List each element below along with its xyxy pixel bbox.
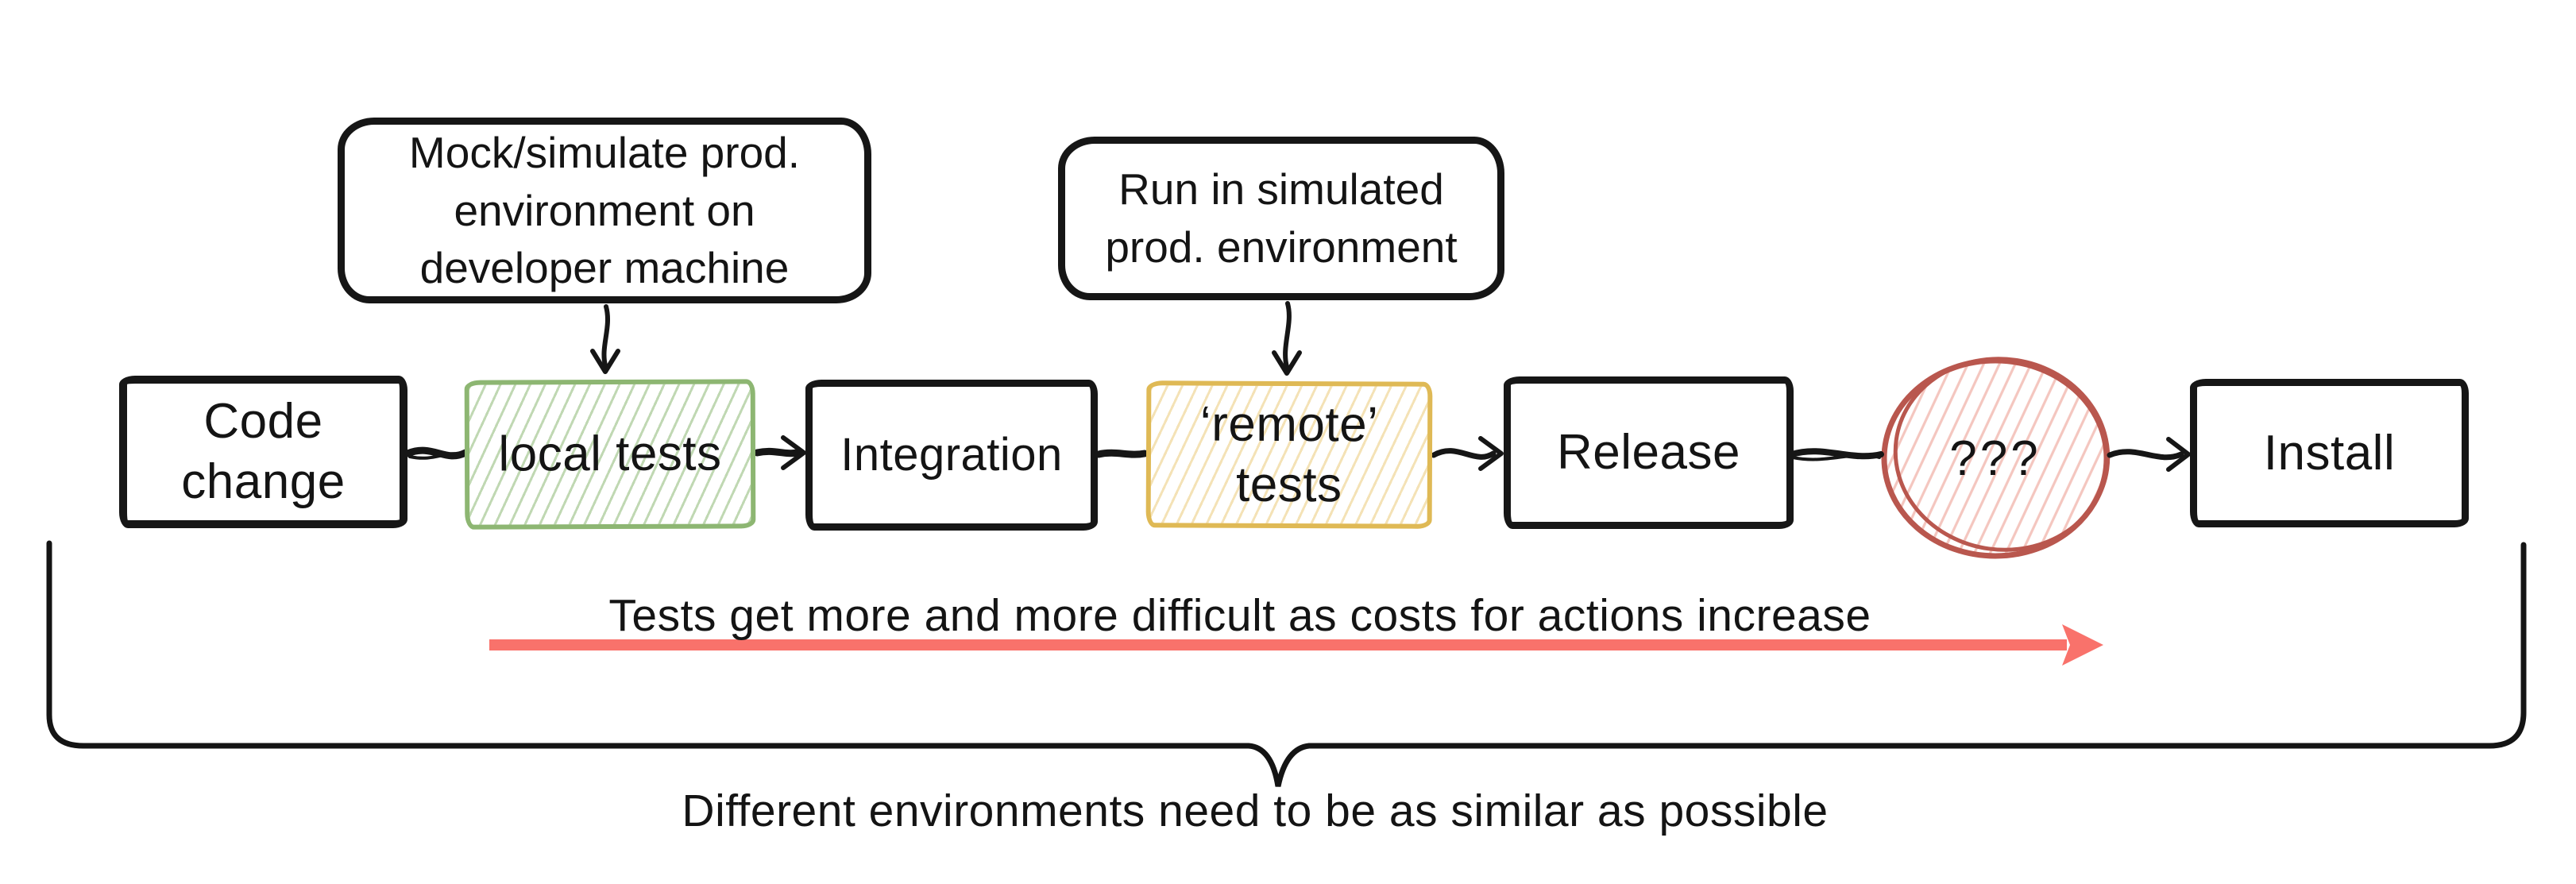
callout-mock-simulate-text: Mock/simulate prod. environment on devel… [408, 128, 801, 293]
costs-arrow-label: Tests get more and more difficult as cos… [608, 590, 1871, 641]
flow-arrow-unknown-to-install [2107, 437, 2191, 472]
node-install-label: Install [2263, 425, 2396, 481]
flow-arrow-local-to-integration [753, 435, 806, 470]
callout-run-simulated: Run in simulated prod. environment [1058, 137, 1504, 300]
node-integration-label: Integration [840, 428, 1063, 481]
flow-arrow-release-to-unknown [1789, 448, 1884, 461]
node-release-label: Release [1557, 425, 1740, 481]
node-remote-tests: ‘remote’ tests [1145, 380, 1433, 529]
callout-arrow-run [1272, 301, 1302, 376]
environments-label: Different environments need to be as sim… [682, 786, 1829, 836]
environments-brace [46, 540, 2527, 787]
callout-run-simulated-text: Run in simulated prod. environment [1105, 164, 1458, 272]
node-integration: Integration [805, 380, 1098, 531]
node-local-tests: local tests [464, 379, 756, 530]
callout-arrow-mock [590, 304, 620, 374]
node-code-change: Code change [119, 376, 407, 528]
flow-arrow-remote-to-release [1431, 436, 1504, 471]
node-unknown-label: ??? [1949, 430, 2041, 486]
node-remote-tests-label: ‘remote’ tests [1199, 396, 1379, 512]
node-local-tests-label: local tests [498, 426, 722, 482]
node-release: Release [1504, 376, 1794, 529]
node-install: Install [2190, 379, 2469, 527]
flow-arrow-integration-to-remote [1095, 449, 1149, 458]
node-code-change-label: Code change [181, 394, 346, 509]
callout-mock-simulate: Mock/simulate prod. environment on devel… [338, 118, 871, 303]
flow-arrow-code-to-local [404, 446, 469, 460]
